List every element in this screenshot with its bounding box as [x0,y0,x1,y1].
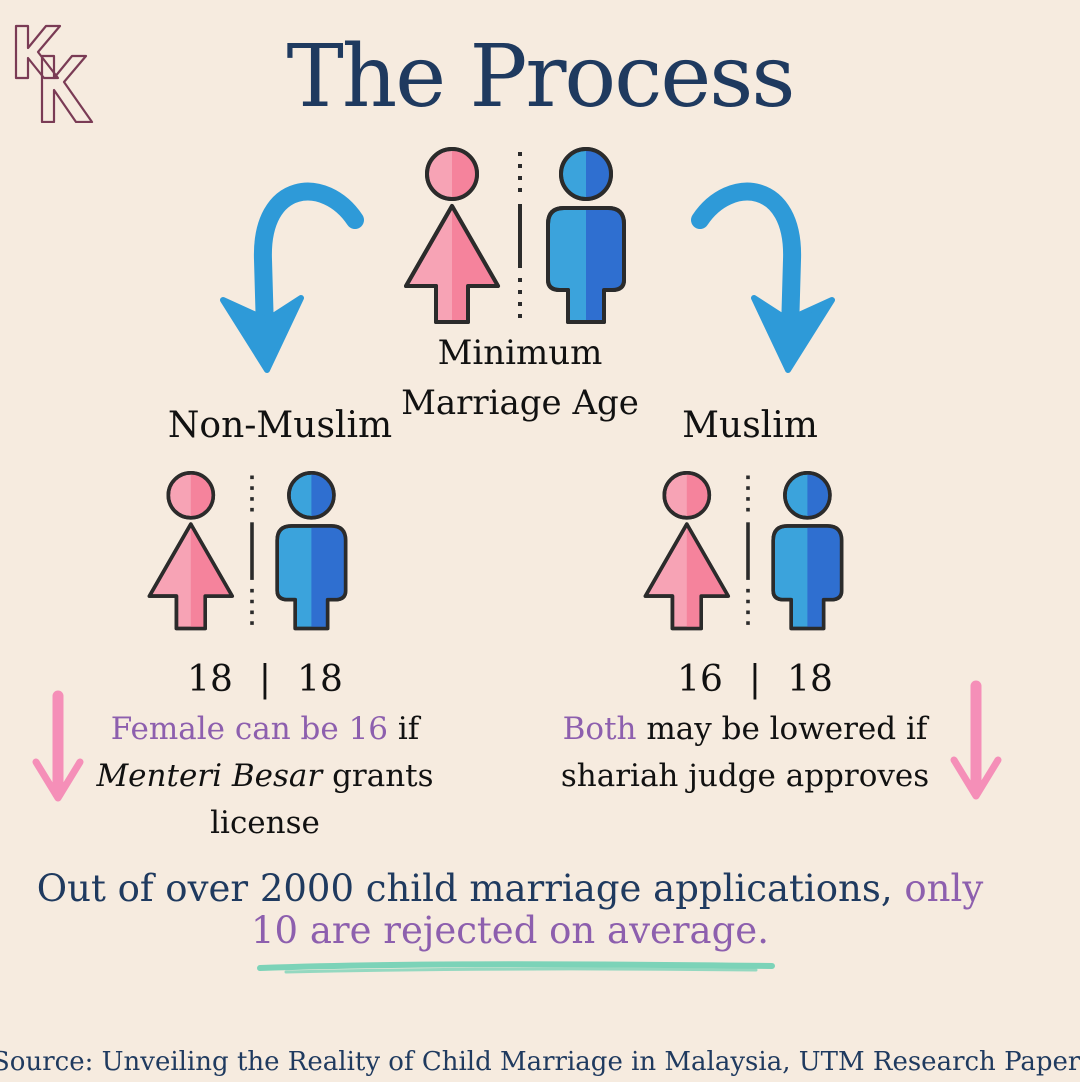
stat-highlight: only 10 are rejected on average. [251,867,984,952]
menteri-besar-text: Menteri Besar [96,758,323,794]
non-muslim-gender-figures-icon [147,471,348,631]
muslim-label: Muslim [682,405,818,446]
muslim-male-age: 18 [787,659,833,700]
non-muslim-male-age: 18 [297,659,343,700]
non-muslim-note-rest: grants license [210,758,434,841]
muslim-note: Both may be lowered if shariah judge app… [560,706,930,800]
non-muslim-note-highlight: Female can be 16 [110,711,389,747]
kk-logo [14,24,94,123]
muslim-note-rest: may be lowered if shariah judge approves [560,711,930,794]
muslim-note-highlight: Both [562,711,637,747]
rejection-statistic: Out of over 2000 child marriage applicat… [30,868,990,952]
stat-text: Out of over 2000 child marriage applicat… [36,867,905,910]
page-title: The Process [286,27,795,127]
arrow-left-curved-icon [220,182,364,373]
arrow-right-curved-icon [691,182,835,373]
muslim-ages: 16 | 18 [620,658,890,702]
non-muslim-note-if: if [388,711,420,747]
muslim-gender-figures-icon [643,471,844,631]
gender-figures-icon [404,147,626,324]
non-muslim-note: Female can be 16 if Menteri Besar grants… [90,706,440,847]
minimum-marriage-age-label: Minimum Marriage Age [380,328,660,428]
age-separator: | [258,659,272,700]
non-muslim-label: Non-Muslim [167,405,393,446]
non-muslim-female-age: 18 [187,659,233,700]
muslim-female-age: 16 [677,659,723,700]
non-muslim-ages: 18 | 18 [130,658,400,702]
center-label-line2: Marriage Age [401,383,639,423]
pink-down-arrow-left-icon [32,690,84,802]
age-separator: | [748,659,762,700]
source-citation: Source: Unveiling the Reality of Child M… [0,1047,1080,1077]
center-label-line1: Minimum [437,333,603,373]
teal-underline-stroke [257,961,775,974]
pink-down-arrow-right-icon [950,680,1002,800]
